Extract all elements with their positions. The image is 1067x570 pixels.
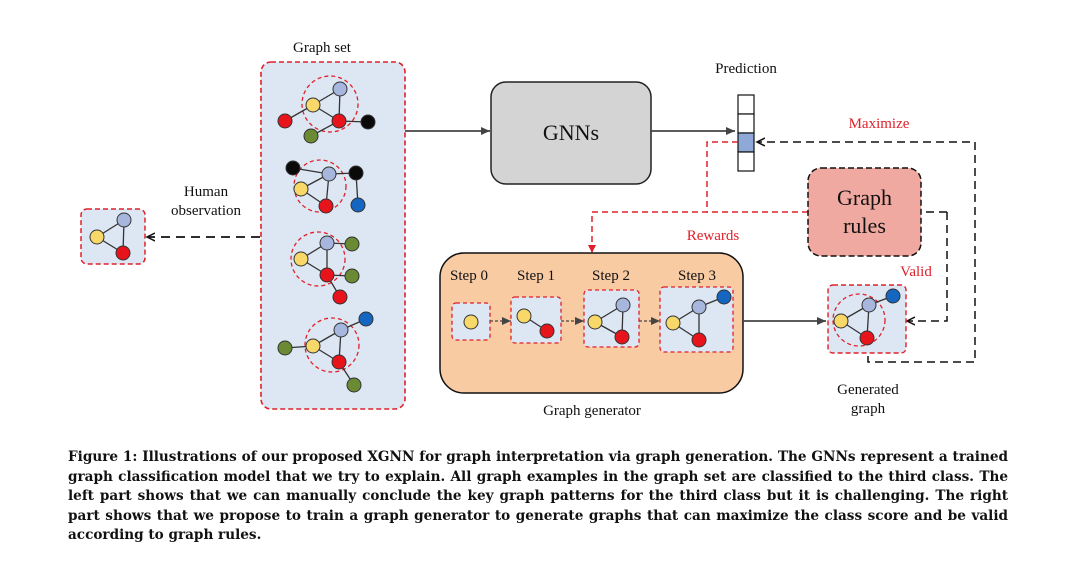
human-observation-label: Human observation: [171, 184, 241, 219]
prediction-vector: [737, 94, 755, 172]
xgnn-diagram: [80, 61, 976, 410]
graph-generator-label: Graph generator: [543, 403, 641, 419]
valid-arrow: [907, 211, 948, 321]
maximize-arrow: [757, 142, 976, 363]
step-3-graph: [659, 286, 734, 353]
human-observation-pattern: [80, 208, 146, 265]
graph-set-graph-4: [277, 311, 374, 393]
generated-graph-label: Generated graph: [837, 382, 899, 417]
gnn-box: [490, 81, 652, 185]
step-3-label: Step 3: [678, 268, 716, 284]
rewards-label: Rewards: [686, 228, 740, 244]
graph-set-graph-3: [290, 231, 360, 305]
graph-set-graph-1: [277, 75, 376, 144]
gnn-label: GNNs: [542, 120, 600, 145]
generated-graph: [827, 284, 907, 354]
step-0-graph: [451, 302, 491, 341]
maximize-label: Maximize: [848, 116, 910, 132]
figure-caption: Figure 1: Illustrations of our proposed …: [68, 449, 1008, 543]
prediction-label: Prediction: [715, 61, 777, 77]
step-1-label: Step 1: [517, 268, 555, 284]
valid-label: Valid: [900, 264, 932, 280]
graph-rules-box: [807, 167, 922, 257]
step-2-label: Step 2: [592, 268, 630, 284]
graph-rules-label: Graph rules: [837, 185, 892, 238]
step-2-graph: [583, 289, 640, 348]
graph-set-graph-2: [285, 159, 366, 214]
graph-set-label: Graph set: [293, 40, 351, 56]
step-0-label: Step 0: [450, 268, 488, 284]
step-1-graph: [510, 296, 562, 344]
